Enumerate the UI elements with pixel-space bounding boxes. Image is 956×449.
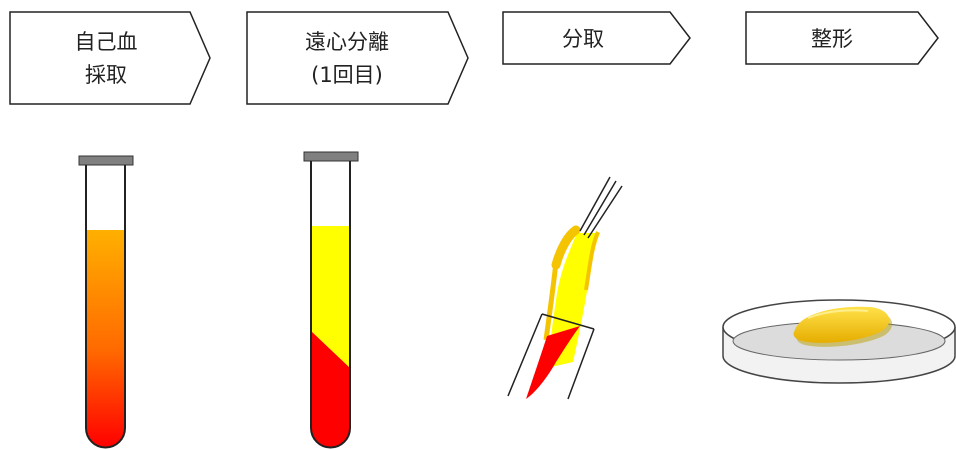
separation-forceps-icon: [507, 176, 623, 400]
step-2-label-line-2: (1回目): [311, 63, 383, 87]
step-1-label-line-1: 自己血: [75, 30, 138, 54]
step-1-box: 自己血 採取: [9, 11, 211, 105]
step-3-box: 分取: [502, 11, 691, 65]
centrifuged-tube-icon: [303, 151, 359, 449]
step-1-label-line-2: 採取: [85, 63, 127, 87]
step-4-box: 整形: [745, 11, 939, 65]
whole-blood-tube-icon: [78, 155, 134, 449]
step-2-box: 遠心分離 (1回目): [246, 11, 469, 105]
step-2-label-line-1: 遠心分離: [305, 30, 389, 54]
step-3-label: 分取: [562, 27, 604, 51]
step-4-label: 整形: [811, 27, 853, 51]
petri-dish-icon: [722, 299, 956, 384]
